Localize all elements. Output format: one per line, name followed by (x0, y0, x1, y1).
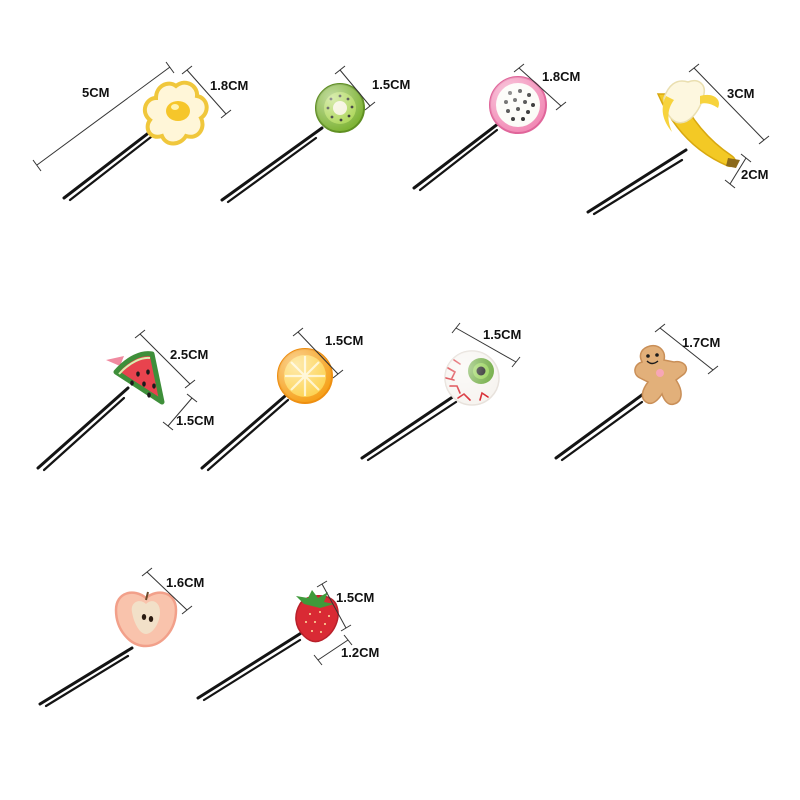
hairpin-orange-slice: 1.5CM (200, 327, 363, 472)
dimension-label: 1.2CM (341, 645, 379, 660)
dimension-line-width (654, 323, 719, 375)
eyeball-icon (444, 350, 500, 406)
apple-slice-icon (114, 591, 178, 648)
hairpin-kiwi: 1.5CM (220, 65, 410, 204)
dimension-label: 1.5CM (483, 327, 521, 342)
dimension-label: 5CM (82, 85, 109, 100)
bobby-pin (200, 388, 294, 472)
bobby-pin (36, 386, 130, 472)
banana-icon (656, 80, 740, 168)
dimension-line-width (181, 65, 232, 119)
strawberry-icon (295, 590, 339, 643)
dimension-line-width (334, 65, 376, 111)
kiwi-icon (315, 83, 365, 133)
dimension-line-width (513, 63, 567, 111)
dimension-label: 1.6CM (166, 575, 204, 590)
bobby-pin (38, 646, 134, 708)
dimension-label: 1.8CM (542, 69, 580, 84)
gingerbread-icon (634, 344, 688, 406)
dimension-line-length (134, 329, 196, 389)
bobby-pin (220, 126, 324, 204)
dimension-label: 1.5CM (372, 77, 410, 92)
dimension-line-width (724, 153, 752, 189)
dimension-line-width (313, 634, 353, 666)
dimension-line-width (162, 393, 198, 431)
bobby-pin (412, 118, 505, 192)
dimension-line-length (688, 63, 770, 145)
dimension-label: 1.5CM (176, 413, 214, 428)
hairpin-egg: 5CM 1.8CM (32, 61, 248, 202)
dimension-line-width (292, 327, 344, 379)
bobby-pin (554, 390, 648, 462)
dimension-label: 1.8CM (210, 78, 248, 93)
bobby-pin (196, 628, 308, 702)
dimension-line-length (316, 580, 352, 632)
dimension-line-width (141, 567, 193, 615)
hairpin-dragon-fruit: 1.8CM (412, 63, 580, 192)
bobby-pin (360, 390, 462, 462)
dimension-line-width (451, 322, 521, 368)
dimension-label: 1.5CM (325, 333, 363, 348)
dimension-label: 2.5CM (170, 347, 208, 362)
bobby-pin (586, 148, 688, 216)
dimension-label: 3CM (727, 86, 754, 101)
dragon-fruit-icon (489, 76, 547, 134)
hairpin-eyeball: 1.5CM (360, 322, 521, 462)
dimension-label: 1.5CM (336, 590, 374, 605)
hairpin-gingerbread: 1.7CM (554, 323, 720, 462)
egg-icon (142, 80, 209, 146)
hairpin-banana: 3CM 2CM (586, 63, 770, 216)
dimension-label: 1.7CM (682, 335, 720, 350)
hairpin-watermelon: 2.5CM 1.5CM (36, 329, 214, 472)
hairpin-apple-slice: 1.6CM (38, 567, 204, 708)
dimension-line-length (32, 61, 175, 172)
orange-slice-icon (277, 348, 333, 404)
dimension-label: 2CM (741, 167, 768, 182)
watermelon-icon (106, 351, 165, 405)
hairpin-strawberry: 1.5CM 1.2CM (196, 580, 379, 702)
